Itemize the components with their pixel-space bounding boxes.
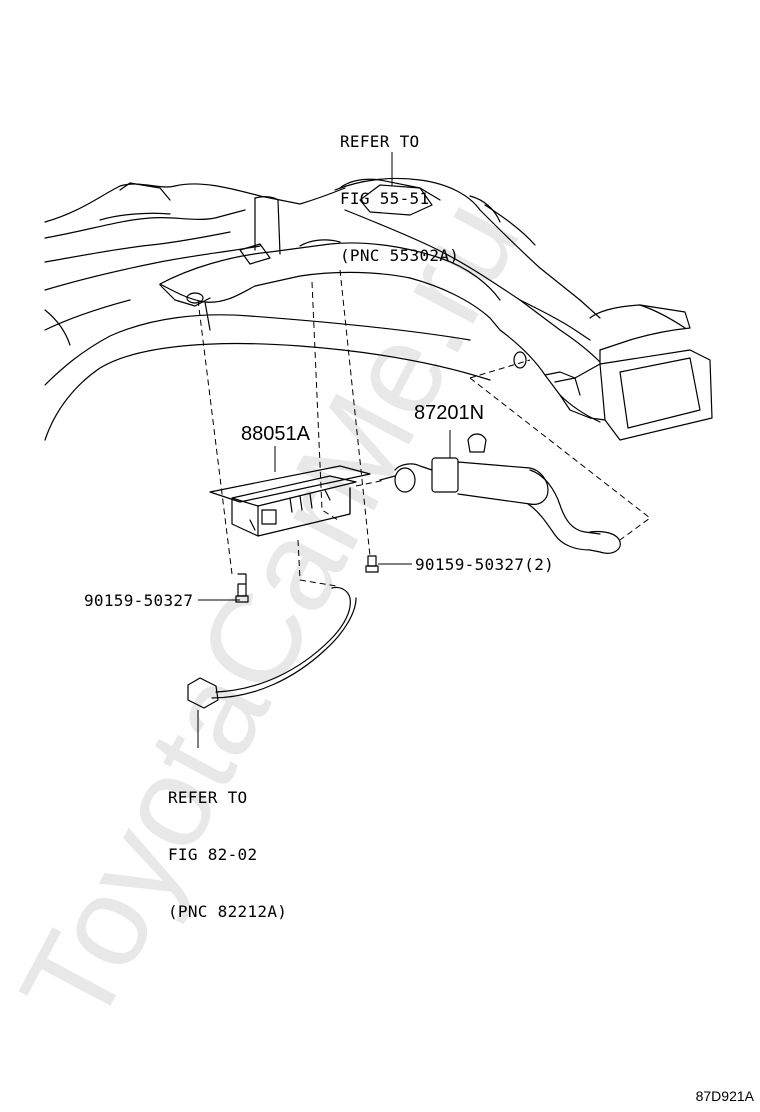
diagram-code: 87D921A <box>695 1088 754 1104</box>
refer-top-line-3[interactable]: (PNC 55302A) <box>340 246 460 265</box>
dashed-leaders <box>197 269 651 587</box>
ecu-88051a <box>209 465 371 537</box>
refer-bottom-line-1: REFER TO <box>168 788 248 807</box>
refer-fig-82-02-label: REFER TO FIG 82-02 (PNC 82212A) <box>168 750 287 940</box>
bolt-label-left[interactable]: 90159-50327 <box>84 591 194 610</box>
refer-fig-55-51-label: REFER TO FIG 55-51 (PNC 55302A) <box>340 94 459 284</box>
bolt-right-shape <box>365 555 379 573</box>
solid-leaders <box>197 152 451 748</box>
bolt-label-right[interactable]: 90159-50327(2) <box>415 555 555 574</box>
antenna-wire <box>187 586 357 709</box>
refer-bottom-line-2: FIG 82-02 <box>168 845 258 864</box>
underbody-frame <box>44 177 713 441</box>
cable-87201n <box>379 433 621 554</box>
part-label-88051a[interactable]: 88051A <box>241 423 310 445</box>
part-label-87201n[interactable]: 87201N <box>414 402 485 424</box>
refer-bottom-line-3[interactable]: (PNC 82212A) <box>168 902 288 921</box>
refer-top-line-1: REFER TO <box>340 132 420 151</box>
refer-top-line-2: FIG 55-51 <box>340 189 430 208</box>
